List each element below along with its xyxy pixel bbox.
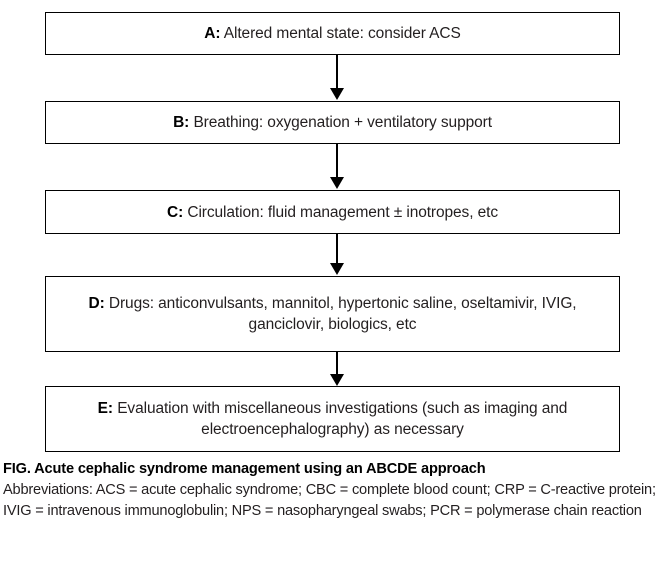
flow-node-a-body: Altered mental state: consider ACS xyxy=(223,25,461,42)
flow-node-b: B: Breathing: oxygenation + ventilatory … xyxy=(45,101,620,144)
flow-node-b-body: Breathing: oxygenation + ventilatory sup… xyxy=(193,114,492,131)
flow-node-e-label: E: xyxy=(97,400,113,417)
connector-line xyxy=(336,55,338,89)
connector-line xyxy=(336,234,338,264)
flow-node-d-label: D: xyxy=(88,295,105,312)
flowchart: A: Altered mental state: consider ACS B:… xyxy=(45,12,620,452)
down-arrow-icon xyxy=(330,263,344,275)
flow-node-c-text: C: Circulation: fluid management ± inotr… xyxy=(167,202,498,223)
connector-line xyxy=(336,144,338,178)
down-arrow-icon xyxy=(330,374,344,386)
flow-node-d-text: D: Drugs: anticonvulsants, mannitol, hyp… xyxy=(60,293,605,335)
flow-node-b-text: B: Breathing: oxygenation + ventilatory … xyxy=(173,112,492,133)
down-arrow-icon xyxy=(330,177,344,189)
connector-d-to-e xyxy=(330,352,344,386)
flow-node-b-label: B: xyxy=(173,114,190,131)
figure-caption: FIG. Acute cephalic syndrome management … xyxy=(3,461,486,477)
connector-c-to-d xyxy=(330,234,344,276)
down-arrow-icon xyxy=(330,88,344,100)
flow-node-c-body: Circulation: fluid management ± inotrope… xyxy=(187,203,498,221)
flow-node-a-text: A: Altered mental state: consider ACS xyxy=(204,23,461,44)
flow-node-c-label: C: xyxy=(167,203,184,221)
figure-abbreviations: Abbreviations: ACS = acute cephalic synd… xyxy=(3,482,656,519)
flow-node-e-body: Evaluation with miscellaneous investigat… xyxy=(117,400,568,438)
flow-node-e-text: E: Evaluation with miscellaneous investi… xyxy=(60,398,605,440)
flow-node-a: A: Altered mental state: consider ACS xyxy=(45,12,620,55)
connector-line xyxy=(336,352,338,375)
flow-node-c: C: Circulation: fluid management ± inotr… xyxy=(45,190,620,234)
connector-b-to-c xyxy=(330,144,344,190)
flow-node-d: D: Drugs: anticonvulsants, mannitol, hyp… xyxy=(45,276,620,352)
connector-a-to-b xyxy=(330,55,344,101)
flow-node-d-body: Drugs: anticonvulsants, mannitol, hypert… xyxy=(108,295,577,333)
flow-node-a-label: A: xyxy=(204,25,221,42)
figure-caption-block: FIG. Acute cephalic syndrome management … xyxy=(3,459,661,522)
flow-node-e: E: Evaluation with miscellaneous investi… xyxy=(45,386,620,452)
